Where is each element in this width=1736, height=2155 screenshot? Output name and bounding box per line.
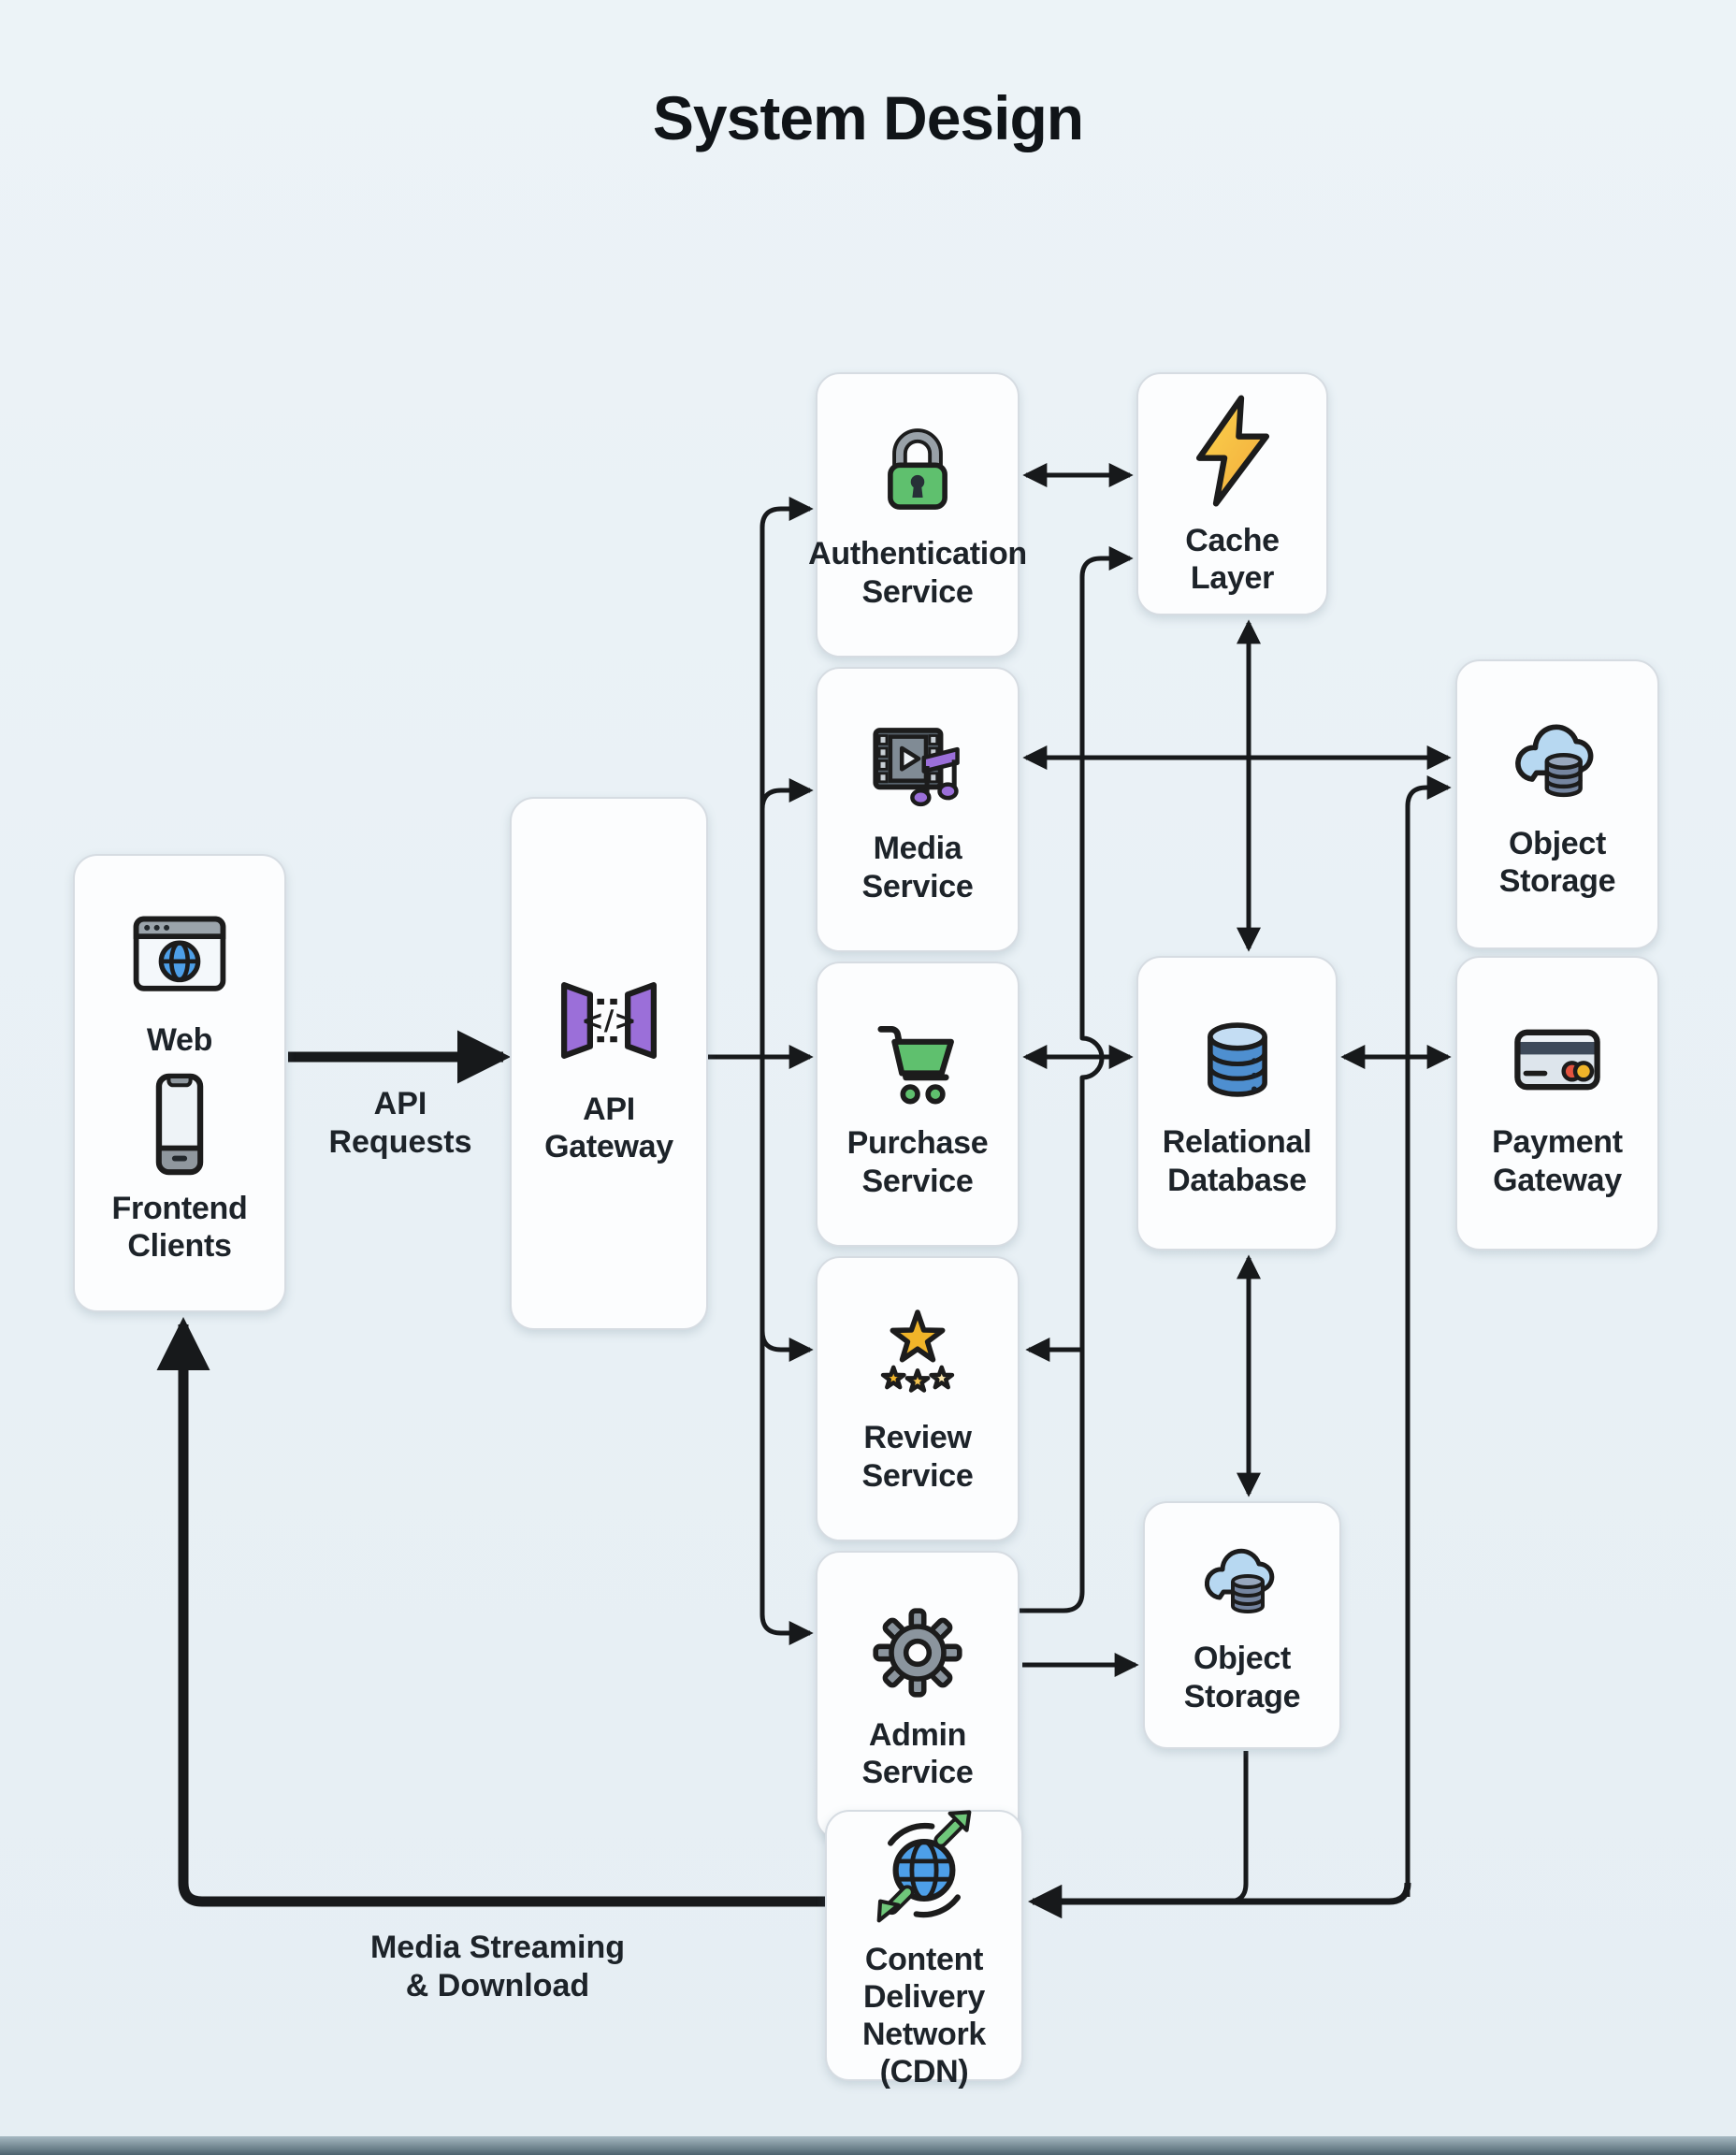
node-auth-service: Authentication Service xyxy=(808,372,1027,658)
node-cdn: Content Delivery Network (CDN) xyxy=(825,1810,1023,2090)
browser-globe-icon xyxy=(125,902,234,1010)
node-label: Cache Layer xyxy=(1185,522,1280,596)
node-label: Payment Gateway xyxy=(1492,1124,1623,1198)
media-streaming-label-line: & Download xyxy=(405,1968,590,2004)
media-streaming-label: Media Streaming& Download xyxy=(370,1929,625,2006)
gateway-to-auth-arrow xyxy=(760,497,814,1057)
object-storage-down-arrow xyxy=(1216,1751,1249,1904)
cloud-database-icon xyxy=(1195,1535,1289,1628)
node-label: Review Service xyxy=(861,1420,974,1494)
node-object-storage-bottom: Object Storage xyxy=(1143,1501,1341,1749)
node-admin-service: Admin Service xyxy=(816,1551,1020,1841)
cdn-to-frontend-arrow xyxy=(156,1316,825,1907)
media-streaming-label-line: Media Streaming xyxy=(369,1930,626,1965)
node-label: Relational Database xyxy=(1162,1124,1312,1198)
cloud-database-icon xyxy=(1505,709,1610,814)
film-music-icon xyxy=(865,714,970,818)
node-label: Purchase Service xyxy=(846,1125,989,1199)
node-label: API Gateway xyxy=(544,1091,673,1164)
cdn-globe-icon xyxy=(860,1801,989,1930)
node-label: Frontend Clients xyxy=(111,1190,248,1265)
gear-icon xyxy=(865,1600,970,1705)
star-rating-icon xyxy=(865,1303,970,1408)
gateway-to-admin-arrow xyxy=(760,1057,814,1645)
node-object-storage-top: Object Storage xyxy=(1455,659,1659,949)
api-gateway-icon: </> xyxy=(550,962,668,1079)
smartphone-icon xyxy=(125,1070,234,1179)
gateway-to-media-arrow xyxy=(760,778,814,810)
photo-edge-strip xyxy=(0,2136,1736,2155)
page-title: System Design xyxy=(652,83,1084,152)
credit-card-icon xyxy=(1505,1007,1610,1112)
node-media-service: Media Service xyxy=(816,667,1020,952)
admin-up-to-cache-arrow xyxy=(1020,546,1134,1613)
node-label: Authentication Service xyxy=(808,536,1027,610)
node-purchase-service: Purchase Service xyxy=(816,962,1020,1247)
shopping-cart-icon xyxy=(865,1008,970,1113)
node-cache-layer: Cache Layer xyxy=(1136,372,1328,615)
node-review-service: Review Service xyxy=(816,1256,1020,1541)
feeder-to-cdn-arrow xyxy=(1027,1882,1411,1919)
node-label: Media Service xyxy=(861,831,974,904)
api-requests-label-line: Requests xyxy=(328,1124,472,1161)
node-label: Content Delivery Network (CDN) xyxy=(861,1941,987,2090)
gateway-to-review-arrow xyxy=(760,1330,814,1362)
bolt-icon xyxy=(1173,391,1293,511)
database-icon xyxy=(1185,1007,1290,1112)
node-label: Web xyxy=(146,1021,213,1058)
node-label: Object Storage xyxy=(1498,825,1616,899)
api-requests-label-line: API xyxy=(373,1086,427,1121)
node-label: Admin Service xyxy=(861,1716,974,1790)
feeder-up-to-storage-arrow xyxy=(1405,775,1452,1897)
svg-text:</>: </> xyxy=(581,1005,636,1036)
node-label: Object Storage xyxy=(1183,1641,1301,1714)
node-payment-gateway: Payment Gateway xyxy=(1455,956,1659,1251)
node-relational-database: Relational Database xyxy=(1136,956,1338,1251)
node-api-gateway: </> API Gateway xyxy=(510,797,708,1330)
lock-icon xyxy=(865,419,970,524)
